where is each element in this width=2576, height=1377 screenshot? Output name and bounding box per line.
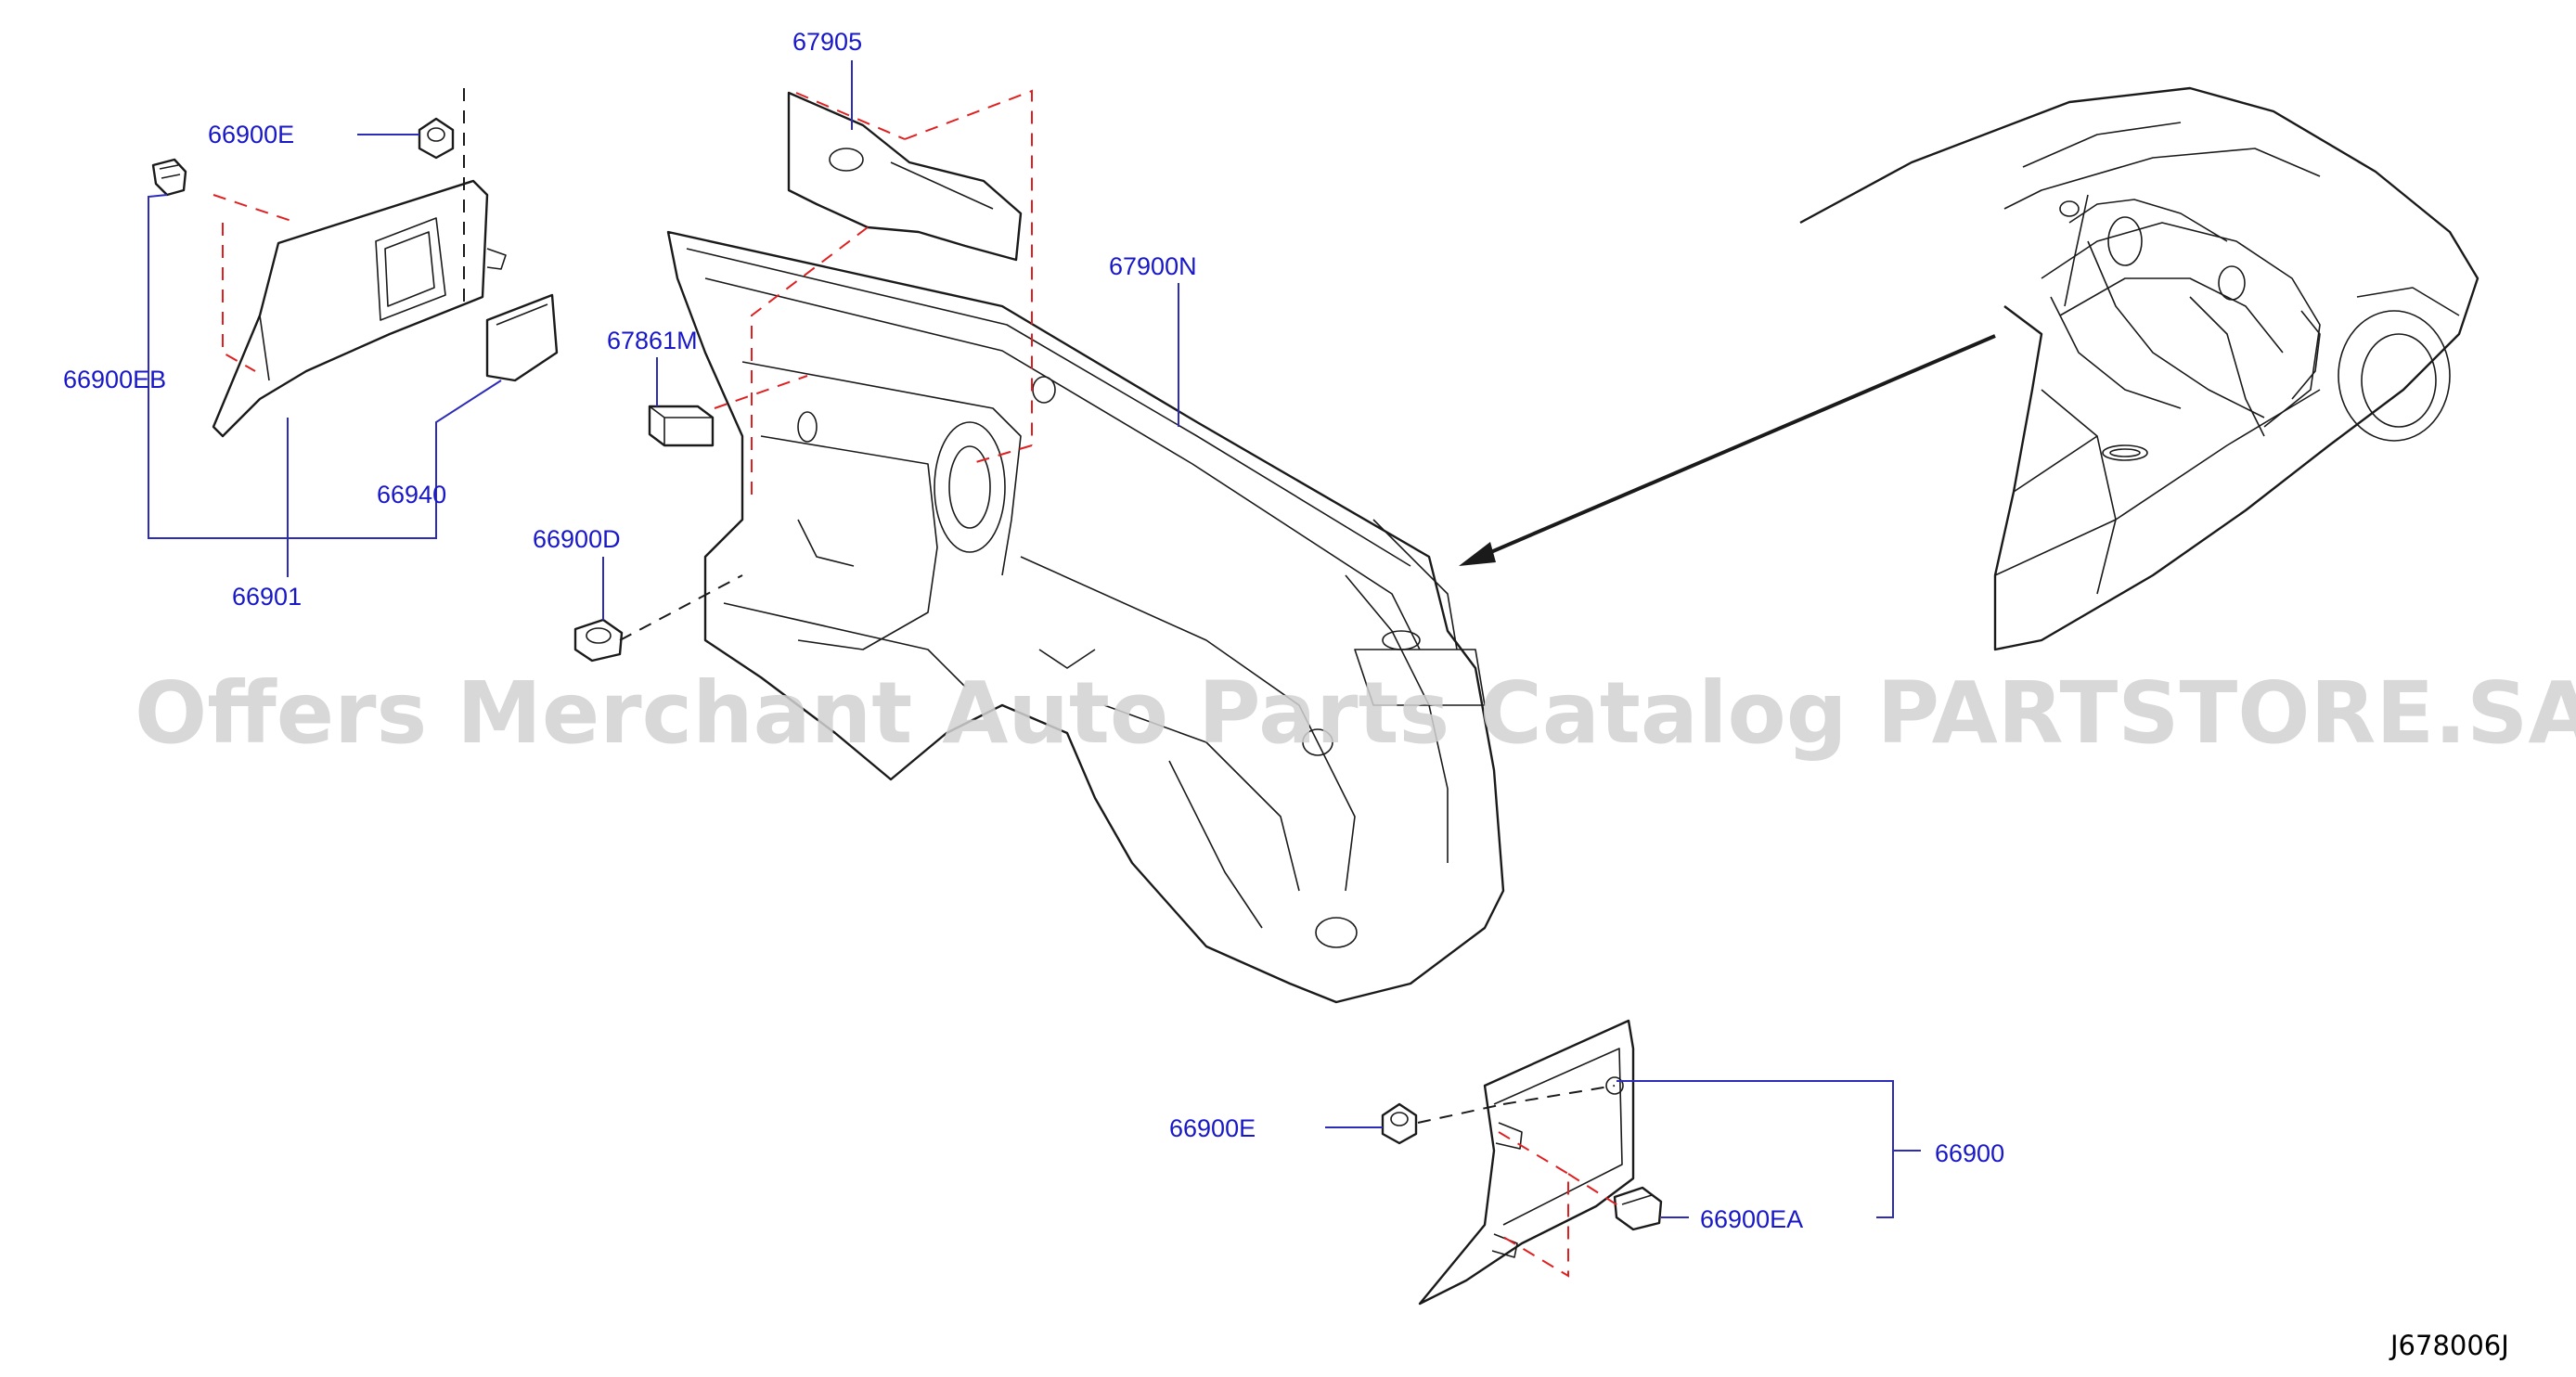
kick-plate-66901 <box>212 179 507 438</box>
reference-arrow <box>1459 334 1996 566</box>
label-66900EA: 66900EA <box>1700 1205 1803 1233</box>
cover-66940 <box>485 293 559 382</box>
kick-plate-66900 <box>1418 1019 1635 1306</box>
nut-66900E-top <box>418 117 455 160</box>
clip-66900EB <box>151 158 187 197</box>
label-67900N: 67900N <box>1109 252 1197 280</box>
label-66940: 66940 <box>377 481 446 508</box>
label-66900D: 66900D <box>533 525 621 553</box>
leader-lines <box>148 60 1921 1218</box>
nut-66900E-bottom <box>1381 1102 1418 1145</box>
insulator-67905 <box>787 91 1023 262</box>
label-66900E-top: 66900E <box>208 121 294 148</box>
diagram-code: J678006J <box>2389 1330 2509 1361</box>
label-66900EB: 66900EB <box>63 366 166 393</box>
label-67905: 67905 <box>792 28 862 56</box>
watermark-text: Offers Merchant Auto Parts Catalog PARTS… <box>135 663 2576 763</box>
clip-66900EA <box>1613 1186 1663 1231</box>
dash-insulator-67900N <box>666 230 1505 1004</box>
label-66900E-bottom: 66900E <box>1169 1114 1256 1142</box>
block-67861M <box>648 405 715 447</box>
label-66901: 66901 <box>232 583 302 611</box>
label-67861M: 67861M <box>607 327 698 354</box>
vehicle-reference-view <box>1799 86 2479 651</box>
clip-66900D <box>573 618 624 663</box>
assembly-lines <box>213 88 1620 1278</box>
label-66900: 66900 <box>1935 1139 2004 1167</box>
